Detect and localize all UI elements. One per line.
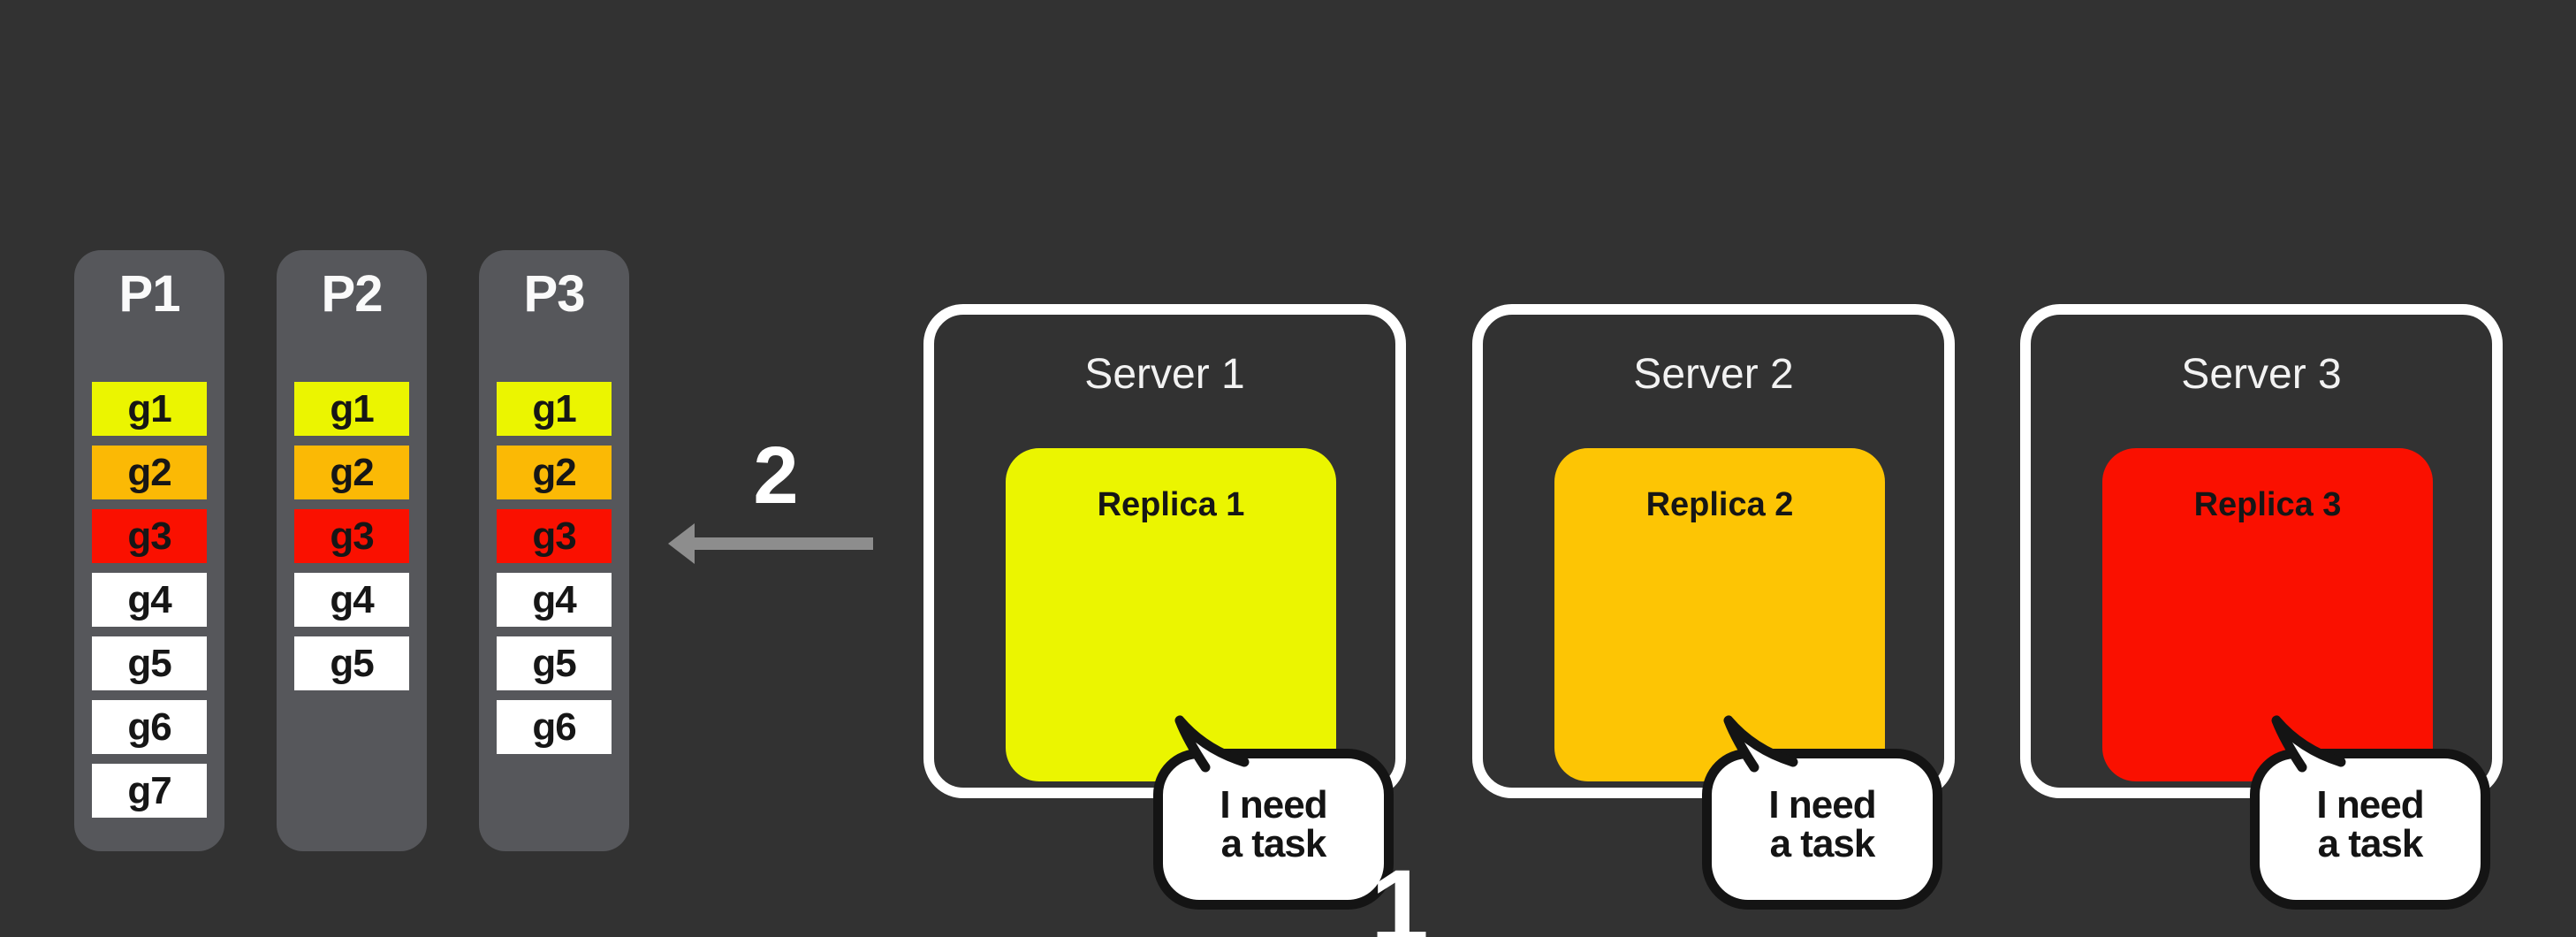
task-cell: g7	[92, 764, 207, 818]
server-label: Server 1	[1084, 351, 1245, 398]
task-cell: g4	[294, 573, 409, 627]
task-cell: g2	[497, 446, 612, 499]
speech-tail-icon	[1723, 715, 1798, 774]
replica-box-3: Replica 3	[2102, 448, 2433, 781]
task-cell: g4	[497, 573, 612, 627]
server-box-1: Server 1 Replica 1 I need a task	[923, 304, 1406, 910]
speech-line-2: a task	[1220, 822, 1327, 865]
partition-title: P1	[118, 265, 181, 323]
speech-line-1: I need	[2316, 783, 2424, 827]
partition-title: P3	[523, 265, 586, 323]
arrow-head	[668, 523, 695, 564]
task-cell: g3	[497, 509, 612, 563]
task-cell: g1	[294, 382, 409, 436]
task-cell: g1	[92, 382, 207, 436]
task-cell: g5	[294, 636, 409, 690]
speech-text: I need a task	[1163, 786, 1384, 864]
speech-line-1: I need	[1768, 783, 1876, 827]
replica-box-1: Replica 1	[1006, 448, 1336, 781]
task-cell: g5	[92, 636, 207, 690]
step-2-label: 2	[753, 430, 798, 521]
speech-text: I need a task	[1712, 786, 1933, 864]
server-box-2: Server 2 Replica 2 I need a task	[1472, 304, 1955, 910]
step-1-label: 1	[1371, 849, 1429, 937]
task-cell: g4	[92, 573, 207, 627]
server-box-3: Server 3 Replica 3 I need a task	[2020, 304, 2503, 910]
speech-text: I need a task	[2260, 786, 2481, 864]
partition-panel-p1: P1 g1 g2 g3 g4 g5 g6 g7	[74, 250, 224, 851]
task-cell: g5	[497, 636, 612, 690]
task-cell: g2	[92, 446, 207, 499]
partition-panel-p2: P2 g1 g2 g3 g4 g5	[277, 250, 427, 851]
task-cell: g3	[92, 509, 207, 563]
task-cell: g6	[497, 700, 612, 754]
speech-bubble: I need a task	[2250, 715, 2490, 910]
replica-label: Replica 3	[2193, 486, 2342, 523]
replica-box-2: Replica 2	[1554, 448, 1885, 781]
speech-bubble: I need a task	[1702, 715, 1942, 910]
speech-line-1: I need	[1220, 783, 1327, 827]
server-label: Server 2	[1633, 351, 1794, 398]
arrow-shaft	[691, 537, 873, 550]
task-cell: g1	[497, 382, 612, 436]
replica-label: Replica 1	[1097, 486, 1245, 523]
task-cell: g6	[92, 700, 207, 754]
replica-label: Replica 2	[1645, 486, 1794, 523]
speech-tail-icon	[2271, 715, 2346, 774]
speech-line-2: a task	[1769, 822, 1876, 865]
speech-line-2: a task	[2317, 822, 2424, 865]
task-cell: g3	[294, 509, 409, 563]
partition-panel-p3: P3 g1 g2 g3 g4 g5 g6	[479, 250, 629, 851]
server-label: Server 3	[2181, 351, 2342, 398]
partition-title: P2	[321, 265, 384, 323]
speech-tail-icon	[1174, 715, 1250, 774]
assign-arrow	[668, 523, 873, 564]
speech-bubble: I need a task	[1153, 715, 1394, 910]
task-cell: g2	[294, 446, 409, 499]
